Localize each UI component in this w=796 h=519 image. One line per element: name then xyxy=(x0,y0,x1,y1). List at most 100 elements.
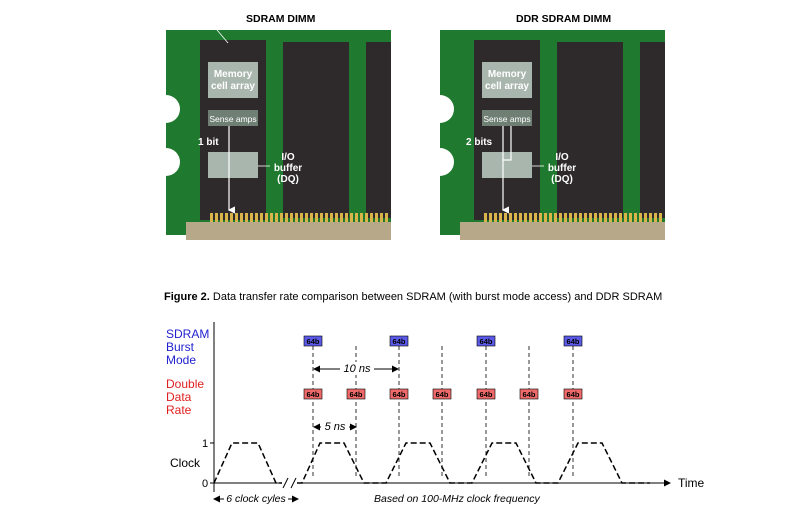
contact-pin xyxy=(549,213,552,222)
contact-pin xyxy=(649,213,652,222)
ddr-memory-label-1: Memory xyxy=(488,69,527,80)
ddr-io-label-3: (DQ) xyxy=(551,174,573,185)
sdram-dimm: DRAM core SDRAM DIMM Memory cell array S… xyxy=(166,13,391,240)
clock-waveform-b xyxy=(297,442,650,484)
sdram-chip-2 xyxy=(283,42,349,218)
contact-pin xyxy=(609,213,612,222)
contact-pin xyxy=(255,213,258,222)
contact-pin xyxy=(564,213,567,222)
contact-pin xyxy=(225,213,228,222)
contact-pin xyxy=(539,213,542,222)
contact-pin xyxy=(639,213,642,222)
sdram-row-label-3: Mode xyxy=(166,353,196,367)
ddr-memory-block xyxy=(482,62,532,98)
ddr-sense-label: Sense amps xyxy=(483,114,530,124)
sdram-row-label-2: Burst xyxy=(166,340,195,354)
packet-label: 64b xyxy=(350,390,363,399)
packet-box xyxy=(389,388,409,400)
contact-pin xyxy=(499,213,502,222)
contact-pin xyxy=(579,213,582,222)
contact-pin xyxy=(360,213,363,222)
contact-pin xyxy=(644,213,647,222)
sdram-io-label-2: buffer xyxy=(274,163,302,174)
sdram-pcb xyxy=(166,30,391,235)
contact-pin xyxy=(290,213,293,222)
axis-break-1 xyxy=(282,477,289,489)
packet-label: 64b xyxy=(567,337,580,346)
ddr-bits-label: 2 bits xyxy=(466,137,493,148)
contact-pin xyxy=(569,213,572,222)
contact-pin xyxy=(350,213,353,222)
packet-box xyxy=(346,388,366,400)
ddr-chip-3 xyxy=(640,42,665,218)
packet-box xyxy=(519,388,539,400)
ddr-row-label-2: Data xyxy=(166,390,192,404)
sdram-core-leader xyxy=(211,23,229,44)
x-axis-label: Time xyxy=(678,476,705,490)
contact-pin xyxy=(514,213,517,222)
contact-pin xyxy=(280,213,283,222)
contact-pin xyxy=(355,213,358,222)
timing-diagram: SDRAM Burst Mode Double Data Rate 1 0 Cl… xyxy=(166,322,705,505)
y-tick-high-label: 1 xyxy=(202,438,208,450)
ddr-io-label-2: buffer xyxy=(548,163,576,174)
sdram-io-label-3: (DQ) xyxy=(277,174,299,185)
ddr-notch-bottom xyxy=(440,148,454,176)
contact-pin xyxy=(285,213,288,222)
contact-pin xyxy=(335,213,338,222)
packet-label: 64b xyxy=(393,390,406,399)
contact-pin xyxy=(245,213,248,222)
contact-pin xyxy=(614,213,617,222)
ddr-memory-label-2: cell array xyxy=(485,81,529,92)
contact-pin xyxy=(529,213,532,222)
packet-label: 64b xyxy=(436,390,449,399)
packet-label: 64b xyxy=(480,337,493,346)
ddr-pcb xyxy=(440,30,665,235)
packet-label: 64b xyxy=(307,390,320,399)
contact-pin xyxy=(220,213,223,222)
contact-pin xyxy=(629,213,632,222)
contact-pin xyxy=(235,213,238,222)
ddr-io-label-1: I/O xyxy=(555,152,569,163)
contact-pin xyxy=(574,213,577,222)
interval-10ns-bg xyxy=(340,362,374,375)
clock-note: Based on 100-MHz clock frequency xyxy=(374,493,540,505)
timing-guide-lines xyxy=(312,346,574,478)
contact-pin xyxy=(320,213,323,222)
contact-pin xyxy=(275,213,278,222)
contact-pin xyxy=(365,213,368,222)
packet-label: 64b xyxy=(523,390,536,399)
packet-box xyxy=(303,335,323,347)
sdram-io-label-1: I/O xyxy=(281,152,295,163)
contact-pin xyxy=(345,213,348,222)
contact-pin xyxy=(484,213,487,222)
ddr-notch-top xyxy=(440,95,454,123)
packet-box xyxy=(303,388,323,400)
contact-pin xyxy=(310,213,313,222)
axis-break-2 xyxy=(290,477,297,489)
figure-caption-text: Data transfer rate comparison between SD… xyxy=(209,291,663,303)
sdram-memory-block xyxy=(208,62,258,98)
contact-pin xyxy=(589,213,592,222)
y-tick-low-label: 0 xyxy=(202,478,208,490)
contact-pin xyxy=(634,213,637,222)
interval-5ns-bg xyxy=(321,420,349,433)
contact-pin xyxy=(295,213,298,222)
sdram-memory-label-1: Memory xyxy=(214,69,253,80)
cycles-label: 6 clock cyles xyxy=(226,493,286,505)
contact-pin xyxy=(330,213,333,222)
contact-pin xyxy=(624,213,627,222)
sdram-connector xyxy=(186,222,391,240)
contact-pin xyxy=(604,213,607,222)
figure-caption-number: Figure 2. xyxy=(164,291,210,303)
y-axis-label: Clock xyxy=(170,456,201,470)
ddr-dimm: DDR SDRAM DIMM Memory cell array Sense a… xyxy=(440,13,665,240)
contact-pin xyxy=(315,213,318,222)
contact-pin xyxy=(509,213,512,222)
packet-box xyxy=(563,388,583,400)
sdram-sense-label: Sense amps xyxy=(209,114,256,124)
ddr-io-block xyxy=(482,152,532,178)
contact-pin xyxy=(659,213,662,222)
